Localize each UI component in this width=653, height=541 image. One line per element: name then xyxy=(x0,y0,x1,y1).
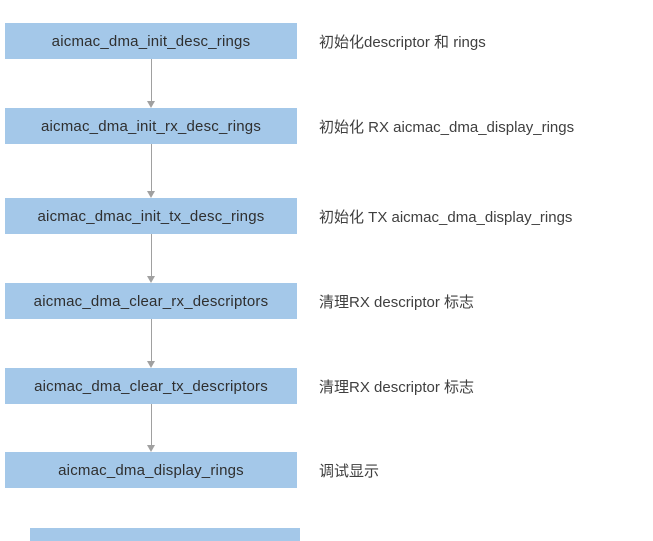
arrow-head-icon xyxy=(147,445,155,452)
flow-step-description: 清理RX descriptor 标志 xyxy=(319,293,475,311)
arrow-line xyxy=(151,404,152,446)
flow-step-description: 初始化descriptor 和 rings xyxy=(319,33,486,51)
flow-node: aicmac_dma_display_rings xyxy=(5,452,297,488)
flow-arrow-down xyxy=(147,144,156,198)
flow-node: aicmac_dma_init_rx_desc_rings xyxy=(5,108,297,144)
flow-node-partial xyxy=(30,528,300,541)
flow-arrow-down xyxy=(147,234,156,283)
flow-step-description: 调试显示 xyxy=(319,462,380,480)
arrow-head-icon xyxy=(147,191,155,198)
flow-node: aicmac_dma_clear_tx_descriptors xyxy=(5,368,297,404)
flow-step-5: aicmac_dma_clear_tx_descriptors 清理RX des… xyxy=(0,368,653,404)
flow-node-label: aicmac_dma_display_rings xyxy=(58,461,244,479)
flow-node: aicmac_dma_init_desc_rings xyxy=(5,23,297,59)
flow-step-description: 初始化 TX aicmac_dma_display_rings xyxy=(319,208,573,226)
flow-node-label: aicmac_dma_init_desc_rings xyxy=(51,32,251,50)
flow-step-6: aicmac_dma_display_rings 调试显示 xyxy=(0,452,653,488)
flow-step-4: aicmac_dma_clear_rx_descriptors 清理RX des… xyxy=(0,283,653,319)
arrow-line xyxy=(151,59,152,102)
flow-node-label: aicmac_dma_init_rx_desc_rings xyxy=(40,117,262,135)
arrow-head-icon xyxy=(147,101,155,108)
flow-node: aicmac_dma_clear_rx_descriptors xyxy=(5,283,297,319)
flow-node-label: aicmac_dmac_init_tx_desc_rings xyxy=(37,207,265,225)
flow-arrow-down xyxy=(147,404,156,452)
arrow-line xyxy=(151,144,152,192)
arrow-head-icon xyxy=(147,276,155,283)
flow-step-1: aicmac_dma_init_desc_rings 初始化descriptor… xyxy=(0,23,653,59)
arrow-line xyxy=(151,234,152,277)
flow-node-label: aicmac_dma_clear_rx_descriptors xyxy=(33,292,269,310)
flow-arrow-down xyxy=(147,59,156,108)
flow-arrow-down xyxy=(147,319,156,368)
flow-step-3: aicmac_dmac_init_tx_desc_rings 初始化 TX ai… xyxy=(0,198,653,234)
arrow-line xyxy=(151,319,152,362)
arrow-head-icon xyxy=(147,361,155,368)
flow-node: aicmac_dmac_init_tx_desc_rings xyxy=(5,198,297,234)
flow-step-description: 初始化 RX aicmac_dma_display_rings xyxy=(319,118,575,136)
flow-node-label: aicmac_dma_clear_tx_descriptors xyxy=(34,377,268,395)
flow-step-2: aicmac_dma_init_rx_desc_rings 初始化 RX aic… xyxy=(0,108,653,144)
flow-step-description: 清理RX descriptor 标志 xyxy=(319,378,475,396)
